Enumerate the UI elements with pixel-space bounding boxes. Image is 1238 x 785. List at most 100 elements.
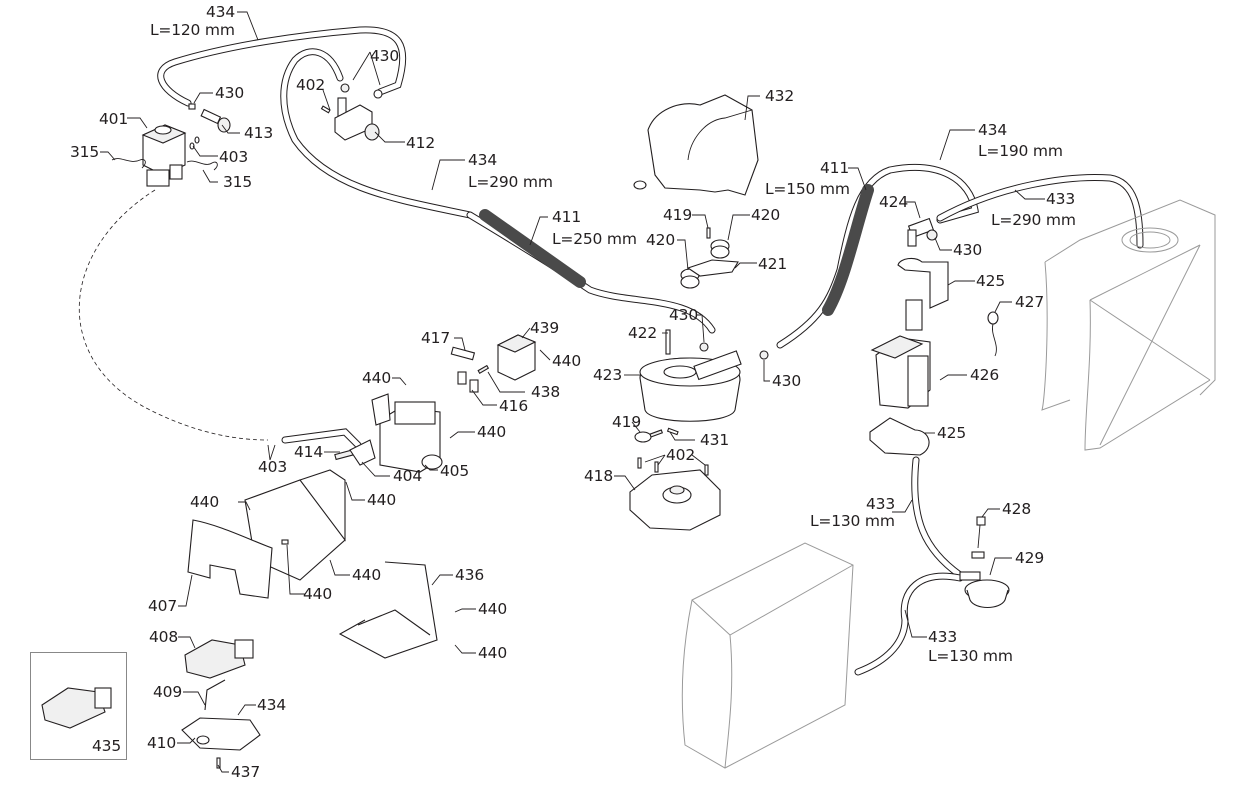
base-410 <box>181 717 261 751</box>
solenoid-valve-401 <box>141 124 187 187</box>
label-315: 315 <box>223 173 252 191</box>
label-403: 403 <box>219 148 248 166</box>
bracket-425a <box>897 257 949 309</box>
label-length: L=130 mm <box>810 512 895 530</box>
label-418: 418 <box>584 467 613 485</box>
label-440: 440 <box>362 369 391 387</box>
pin-431 <box>666 427 679 436</box>
contact-416b <box>469 379 479 393</box>
label-428: 428 <box>1002 500 1031 518</box>
label-411: 411 <box>820 159 849 177</box>
label-416: 416 <box>499 397 528 415</box>
contact-416a <box>457 371 467 385</box>
label-length: L=190 mm <box>978 142 1063 160</box>
label-402: 402 <box>666 446 695 464</box>
dispenser-408 <box>184 639 254 679</box>
label-440: 440 <box>477 423 506 441</box>
label-404: 404 <box>393 467 422 485</box>
drip-tray-436 <box>338 561 438 659</box>
pump-body-405 <box>371 393 443 473</box>
label-432: 432 <box>765 87 794 105</box>
label-419: 419 <box>612 413 641 431</box>
label-439: 439 <box>530 319 559 337</box>
label-430: 430 <box>215 84 244 102</box>
leader-lines <box>100 11 1045 773</box>
clip-315a <box>111 158 146 169</box>
label-422: 422 <box>628 324 657 342</box>
screw-402 <box>704 464 709 476</box>
label-length: L=130 mm <box>928 647 1013 665</box>
label-412: 412 <box>406 134 435 152</box>
label-426: 426 <box>970 366 999 384</box>
label-421: 421 <box>758 255 787 273</box>
ring-430 <box>188 103 196 110</box>
pump-426 <box>870 299 931 409</box>
label-402: 402 <box>296 76 325 94</box>
label-410: 410 <box>147 734 176 752</box>
label-434: 434 <box>468 151 497 169</box>
label-434: 434 <box>206 3 235 21</box>
flowmeter-429 <box>959 571 1010 609</box>
label-419: 419 <box>663 206 692 224</box>
inset-box-435 <box>30 652 127 760</box>
label-431: 431 <box>700 431 729 449</box>
wire-dashed <box>78 189 269 441</box>
screw-437 <box>216 757 221 769</box>
label-408: 408 <box>149 628 178 646</box>
tube-434-190 <box>776 163 979 349</box>
label-409: 409 <box>153 683 182 701</box>
cover-432 <box>633 94 759 196</box>
label-403: 403 <box>258 458 287 476</box>
label-414: 414 <box>294 443 323 461</box>
label-430: 430 <box>669 306 698 324</box>
label-length: L=290 mm <box>991 211 1076 229</box>
chassis-frame <box>1041 199 1216 451</box>
label-401: 401 <box>99 110 128 128</box>
label-434: 434 <box>978 121 1007 139</box>
ring-430-boiler-a <box>699 342 709 352</box>
harness-428 <box>971 516 986 559</box>
tube-409 <box>204 679 226 711</box>
ring-430-boiler-b <box>759 350 769 360</box>
valve-412 <box>320 83 383 141</box>
label-427: 427 <box>1015 293 1044 311</box>
label-423: 423 <box>593 366 622 384</box>
oring-403a <box>189 142 195 150</box>
elbow-424 <box>907 217 938 247</box>
label-411: 411 <box>552 208 581 226</box>
screw-419a <box>706 227 711 239</box>
label-430: 430 <box>953 241 982 259</box>
label-length: L=250 mm <box>552 230 637 248</box>
label-length: L=150 mm <box>765 180 850 198</box>
label-429: 429 <box>1015 549 1044 567</box>
clip-315b <box>186 160 218 171</box>
component-427 <box>987 311 999 357</box>
label-433: 433 <box>866 495 895 513</box>
spring-438 <box>477 364 490 374</box>
lever-404 <box>349 439 376 466</box>
gasket <box>634 431 652 443</box>
bracket-425b <box>869 417 930 456</box>
label-437: 437 <box>231 763 260 781</box>
label-315: 315 <box>70 143 99 161</box>
label-440: 440 <box>478 600 507 618</box>
bracket-421 <box>686 259 739 277</box>
label-407: 407 <box>148 597 177 615</box>
label-length: L=120 mm <box>150 21 235 39</box>
sleeve-411-150 <box>822 184 874 316</box>
label-440: 440 <box>352 566 381 584</box>
sleeve-411-250 <box>479 209 586 288</box>
label-424: 424 <box>879 193 908 211</box>
label-413: 413 <box>244 124 273 142</box>
housing-439 <box>496 334 537 381</box>
thermostat-420a <box>710 239 730 259</box>
label-435: 435 <box>92 737 121 755</box>
dispenser-435 <box>41 687 112 729</box>
label-430: 430 <box>772 372 801 390</box>
oring-403b <box>194 136 200 144</box>
label-436: 436 <box>455 566 484 584</box>
label-440: 440 <box>552 352 581 370</box>
label-434: 434 <box>257 696 286 714</box>
